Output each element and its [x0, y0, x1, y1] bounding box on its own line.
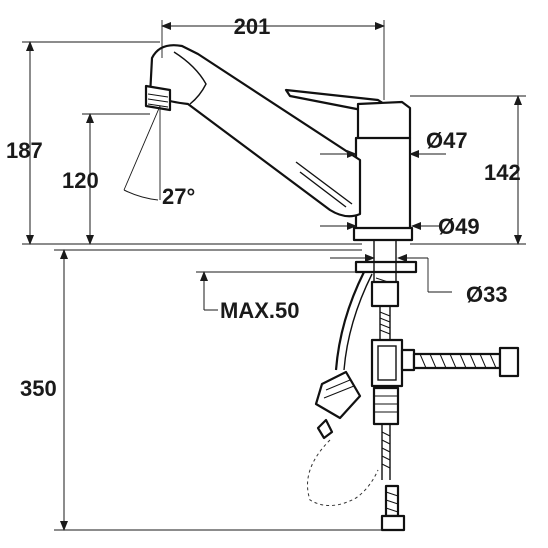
label-spout-height: 120	[62, 168, 99, 193]
label-max-counter: MAX.50	[220, 298, 299, 323]
dimension-spout-height: 120	[62, 113, 150, 245]
weight-drip	[316, 418, 334, 440]
base-ring	[352, 226, 414, 242]
handle-cap	[356, 100, 412, 142]
pullout-hose	[334, 271, 365, 371]
side-end-nut	[498, 346, 520, 378]
dimension-swivel-angle: 27°	[123, 105, 195, 209]
hose-braid-pattern	[379, 311, 391, 335]
spout-detail-line	[295, 161, 353, 205]
lower-valve	[372, 386, 400, 426]
braided-hose-vertical	[379, 306, 391, 340]
dimension-max-counter: MAX.50	[196, 271, 356, 323]
spout-detail-line-2	[299, 171, 347, 208]
spray-head	[144, 84, 172, 112]
label-body-diameter-upper: Ø47	[426, 128, 468, 153]
lower-valve-ridges	[374, 395, 398, 413]
hose-weight-lines	[323, 379, 355, 399]
hex-nut	[370, 280, 400, 308]
spray-nozzle-hatch	[147, 93, 169, 108]
dimension-mounting-hole: Ø33	[330, 254, 508, 307]
bottom-end-nut	[380, 514, 406, 532]
label-swivel-angle: 27°	[162, 184, 195, 209]
dimension-body-height: 142	[410, 95, 526, 245]
label-mounting-hole: Ø33	[466, 282, 508, 307]
label-body-height: 142	[484, 160, 521, 185]
faucet-body	[354, 136, 412, 232]
dimension-body-diameter-lower: Ø49	[320, 214, 480, 239]
spout-head-seam	[173, 51, 207, 105]
pullout-hose-inner	[343, 273, 373, 371]
tee-inner	[377, 345, 397, 381]
side-braided-hose	[412, 352, 502, 370]
counter-and-mounting	[307, 239, 520, 532]
hose-dashed-loop	[307, 439, 379, 506]
faucet-outline	[144, 44, 414, 242]
label-overall-width: 201	[234, 14, 271, 39]
dimension-hose-length: 350	[20, 249, 382, 531]
label-body-diameter-lower: Ø49	[438, 214, 480, 239]
dimension-total-height: 187	[6, 41, 362, 245]
dimension-overall-width: 201	[161, 14, 385, 100]
bottom-hose-braid	[385, 491, 399, 513]
side-nut	[400, 348, 416, 372]
label-total-height: 187	[6, 138, 43, 163]
side-hose-braid	[419, 353, 497, 369]
lower-hose-braid	[381, 431, 391, 469]
label-hose-length: 350	[20, 376, 57, 401]
hose-weight	[314, 370, 362, 420]
mounting-plate	[354, 260, 418, 274]
tee-fitting	[370, 338, 404, 388]
dimension-body-diameter-upper: Ø47	[320, 128, 468, 158]
